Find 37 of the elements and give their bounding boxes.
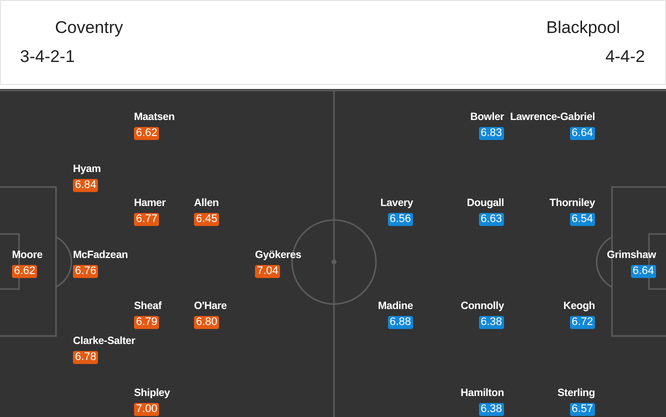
player-name: Connolly bbox=[460, 300, 504, 312]
rating-badge: 6.76 bbox=[73, 264, 98, 278]
rating-badge: 6.62 bbox=[12, 264, 38, 278]
player-name: Clarke-Salter bbox=[73, 334, 136, 348]
player-name: McFadzean bbox=[73, 248, 128, 262]
rating-badge: 7.00 bbox=[134, 402, 160, 416]
formation: 4-4-2 bbox=[605, 47, 645, 67]
player-name: Keogh bbox=[563, 300, 595, 312]
rating-badge: 6.62 bbox=[134, 126, 160, 140]
player-name: Hamer bbox=[134, 196, 166, 210]
player-name: Lawrence-Gabriel bbox=[510, 110, 595, 124]
player-name: Madine bbox=[378, 300, 413, 312]
player-name: Bowler bbox=[470, 110, 504, 124]
team-name: Blackpool bbox=[546, 18, 620, 38]
team-name: Coventry bbox=[55, 18, 124, 38]
player-name: Allen bbox=[194, 196, 219, 210]
formation: 3-4-2-1 bbox=[20, 47, 75, 67]
rating-badge: 6.84 bbox=[73, 178, 98, 192]
player-name: Hamilton bbox=[460, 386, 504, 400]
player-name: Thorniley bbox=[550, 196, 595, 210]
player-name: Sheaf bbox=[134, 300, 162, 312]
rating-badge: 6.45 bbox=[194, 212, 220, 226]
player-name: Dougall bbox=[466, 196, 504, 210]
rating-badge: 6.77 bbox=[134, 212, 160, 226]
player-name: Lavery bbox=[380, 196, 413, 210]
rating-badge: 6.79 bbox=[134, 316, 160, 328]
rating-badge: 6.78 bbox=[73, 350, 98, 364]
player-name: Grimshaw bbox=[606, 248, 656, 262]
player-name: Shipley bbox=[134, 386, 170, 400]
player-name: Maatsen bbox=[134, 110, 175, 124]
player-name: Hyam bbox=[73, 162, 101, 176]
player-name: Gyökeres bbox=[255, 248, 302, 262]
player-name: Sterling bbox=[558, 386, 595, 400]
rating-badge: 7.04 bbox=[255, 264, 280, 278]
player-name: O'Hare bbox=[194, 300, 227, 312]
rating-badge: 6.80 bbox=[194, 316, 220, 328]
player-name: Moore bbox=[12, 248, 43, 262]
